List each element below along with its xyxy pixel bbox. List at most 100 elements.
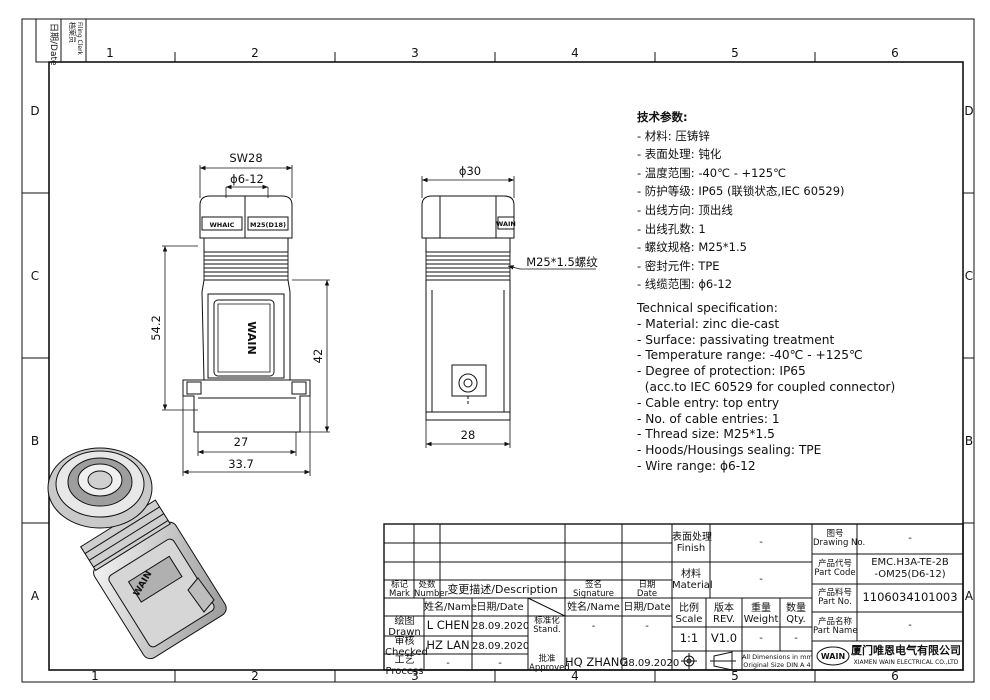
approved-label: 批准 Approved xyxy=(529,654,570,673)
spec-cn-line: - 防护等级: IP65 (联锁状态,IEC 60529) xyxy=(637,184,845,199)
part-no-value: 1106034101003 xyxy=(862,590,958,604)
name-header: 姓名/Name xyxy=(424,602,477,613)
spec-en-block: Technical specification: - Material: zin… xyxy=(637,301,895,475)
drawn-name: L CHEN xyxy=(426,618,470,632)
spec-en-line: - No. of cable entries: 1 xyxy=(637,411,780,426)
col-label: 5 xyxy=(731,46,739,60)
dim-54-2: 54.2 xyxy=(149,315,163,341)
spec-en-line: (acc.to IEC 60529 for coupled connector) xyxy=(637,379,896,394)
finish-label: 表面处理 Finish xyxy=(672,532,712,554)
filing-en-label: Filing Clerk xyxy=(76,22,83,56)
side-dimensions xyxy=(421,176,596,448)
row-label: A xyxy=(965,589,974,603)
filing-label: 档案员 xyxy=(68,22,77,43)
drawn-label: 绘图 Drawn xyxy=(388,616,421,638)
units-note: All Dimensions in mm Original Size DIN A… xyxy=(742,653,813,669)
part-name-value: - xyxy=(908,620,912,631)
date-header-2: 日期/Date xyxy=(623,602,671,613)
weight-value: - xyxy=(759,633,763,644)
approved-name: HQ ZHANG xyxy=(565,655,629,669)
filing-box xyxy=(35,18,87,63)
col-label: 3 xyxy=(411,46,419,60)
spec-en-title: Technical specification: xyxy=(637,301,778,315)
spec-cn-line: - 密封元件: TPE xyxy=(637,258,720,273)
col-label: 6 xyxy=(891,46,899,60)
qty-label: 数量 Qty. xyxy=(786,603,806,625)
spec-en-line: - Material: zinc die-cast xyxy=(637,316,780,331)
row-label: D xyxy=(30,104,39,118)
dim-28: 28 xyxy=(461,428,476,442)
stand-label: 标准化 Stand. xyxy=(533,616,561,635)
spec-en-line: - Hoods/Housings sealing: TPE xyxy=(637,443,822,458)
row-label: B xyxy=(965,434,973,448)
spec-en-line: - Surface: passivating treatment xyxy=(637,332,835,347)
date-label: 日期/Date xyxy=(48,23,59,66)
scale-label: 比例 Scale xyxy=(675,603,703,625)
row-label: A xyxy=(31,589,40,603)
spec-cn-line: - 螺纹规格: M25*1.5 xyxy=(637,240,747,255)
isometric-view xyxy=(47,447,227,660)
spec-cn-line: - 出线方向: 顶出线 xyxy=(637,202,733,217)
qty-value: - xyxy=(794,633,798,644)
grid-ticks xyxy=(22,52,974,682)
col-label: 4 xyxy=(571,46,579,60)
col-label: 4 xyxy=(571,669,579,683)
checked-label: 审核 Checked xyxy=(385,636,428,658)
spec-cn-block: 技术参数: - 材料: 压铸锌 - 表面处理: 钝化 - 温度范围: -40℃ … xyxy=(637,108,845,294)
row-label: B xyxy=(31,434,39,448)
col-label: 5 xyxy=(731,669,739,683)
row-label: D xyxy=(964,104,973,118)
material-label: 材料 Material xyxy=(672,569,713,591)
finish-value: - xyxy=(759,537,763,548)
approved-date: 28.09.2020 xyxy=(622,658,680,669)
scale-value: 1:1 xyxy=(679,631,699,645)
drawing-no-label: 图号 Drawing No. xyxy=(813,529,866,548)
col-label: 1 xyxy=(91,669,99,683)
front-brand-marking: WAIN xyxy=(245,321,258,354)
spec-en-line: - Temperature range: -40℃ - +125℃ xyxy=(637,348,863,363)
part-code-value: EMC.H3A-TE-2B -OM25(D6-12) xyxy=(871,557,949,580)
row-label: C xyxy=(965,269,973,283)
spec-en-line: - Cable entry: top entry xyxy=(637,395,780,410)
material-value: - xyxy=(759,574,763,585)
dim-phi-6-12: ϕ6-12 xyxy=(230,172,264,186)
weight-label: 重量 Weight xyxy=(743,603,779,625)
rev-label: 版本 REV. xyxy=(713,603,735,625)
stand-date: - xyxy=(645,621,649,632)
spec-cn-line: - 线缆范围: ϕ6-12 xyxy=(637,277,733,292)
company-name-en: XIAMEN WAIN ELECTRICAL CO.,LTD xyxy=(853,659,959,666)
process-name: - xyxy=(446,658,450,669)
rev-mark-label: 标记 Mark xyxy=(389,580,410,599)
spec-en-line: - Degree of protection: IP65 xyxy=(637,364,806,379)
dim-33-7: 33.7 xyxy=(228,457,254,471)
side-nut-marking: WAIN xyxy=(496,220,516,228)
title-block-lines xyxy=(383,523,964,671)
side-view xyxy=(421,195,515,421)
spec-cn-line: - 出线孔数: 1 xyxy=(637,221,706,236)
process-label: 工艺 Process xyxy=(385,655,424,677)
dim-27: 27 xyxy=(234,435,249,449)
company-name-cn: 厦门唯恩电气有限公司 xyxy=(851,644,961,657)
row-label: C xyxy=(31,269,39,283)
col-label: 2 xyxy=(251,46,259,60)
part-no-label: 产品料号 Part No. xyxy=(817,588,852,607)
drawing-no-value: - xyxy=(908,533,912,544)
front-nut-marking-left: WHAIC xyxy=(210,221,235,229)
rev-signature-label: 签名 Signature xyxy=(572,580,614,599)
company-logo-text: WAIN xyxy=(821,652,845,661)
dim-m25-thread: M25*1.5螺纹 xyxy=(526,255,598,269)
stand-name: - xyxy=(591,621,596,632)
col-label: 1 xyxy=(106,46,114,60)
col-label: 3 xyxy=(411,669,419,683)
spec-cn-title: 技术参数: xyxy=(637,110,688,124)
projection-symbol xyxy=(681,651,736,671)
spec-cn-line: - 表面处理: 钝化 xyxy=(637,147,722,162)
front-nut-marking-right: M25(D18) xyxy=(250,221,286,229)
dim-sw28: SW28 xyxy=(229,151,262,165)
rev-number-label: 处数 Number xyxy=(414,580,449,599)
date-header: 日期/Date xyxy=(476,602,524,613)
name-header-2: 姓名/Name xyxy=(567,602,620,613)
drawn-date: 28.09.2020 xyxy=(472,621,530,632)
rev-description-label: 变更描述/Description xyxy=(447,583,558,596)
process-date: - xyxy=(498,658,502,669)
